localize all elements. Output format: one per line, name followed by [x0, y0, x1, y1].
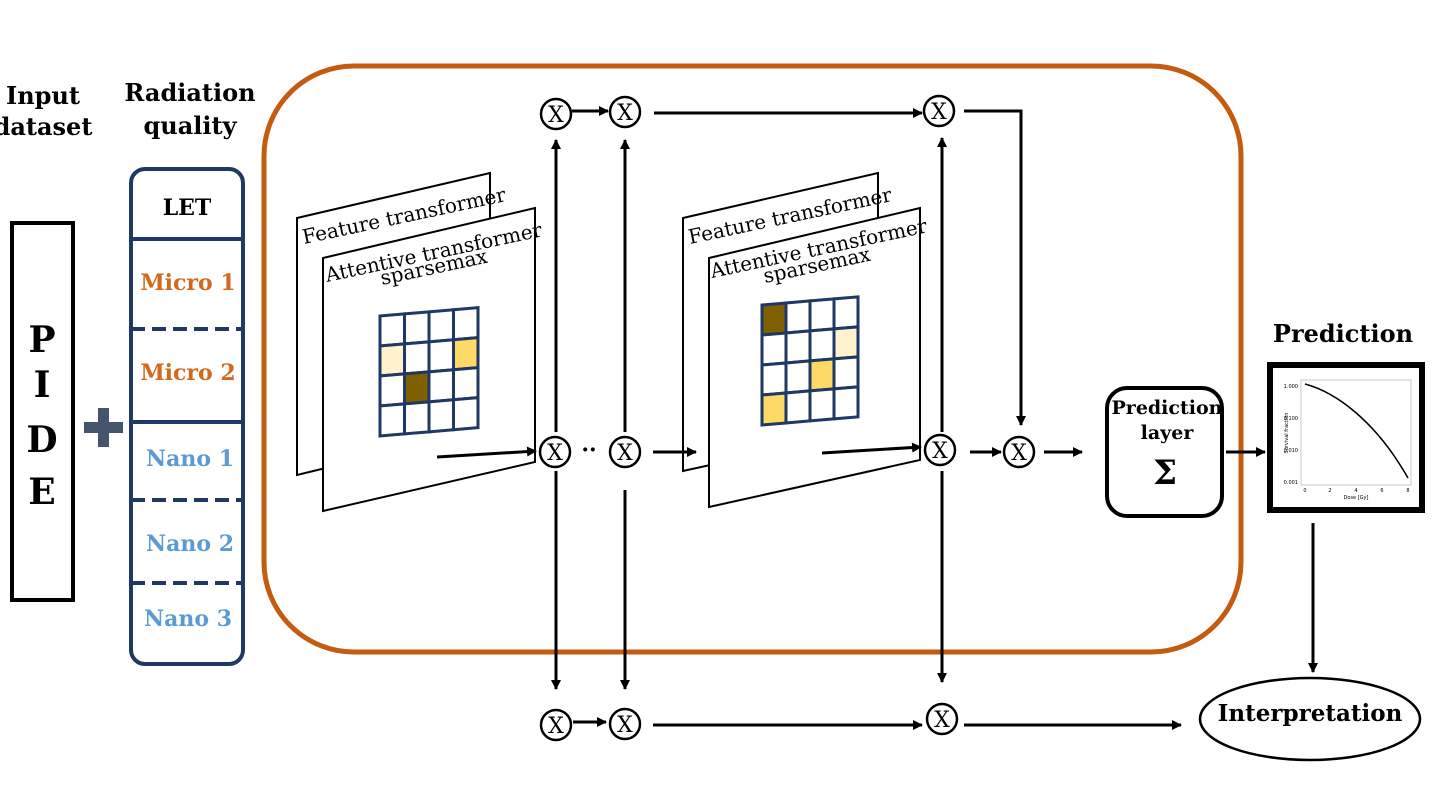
- radiation-quality-label-line1: Radiation: [124, 78, 255, 107]
- y-tick-1: 0.100: [1284, 416, 1298, 422]
- mask-cell: [784, 359, 812, 395]
- mask-cell: [403, 400, 431, 436]
- slot-nano-3: Nano 3: [144, 606, 232, 632]
- mask-cell: [378, 312, 406, 348]
- mask-cell: [452, 306, 480, 342]
- multiply-node-mid-1: X: [538, 435, 572, 469]
- sigma-symbol: Σ: [1153, 453, 1177, 493]
- mask-cell: [452, 366, 480, 402]
- mask-cell: [427, 308, 455, 344]
- mask-cell: [808, 297, 836, 333]
- x-tick-0: 0: [1303, 488, 1306, 494]
- multiply-node-top-1: X: [539, 97, 573, 131]
- survival-curve: [1304, 383, 1409, 479]
- prediction-plot: 1.000 0.100 0.010 0.001 0 2 4 6 8 Dose […: [1284, 379, 1412, 501]
- mask-cell: [427, 338, 455, 374]
- mask-cell: [808, 357, 836, 393]
- radiation-quality-label-line2: quality: [143, 111, 237, 140]
- x-tick-2: 4: [1354, 488, 1357, 494]
- mask-cell: [378, 372, 406, 408]
- input-dataset-label-line1: Input: [6, 81, 80, 110]
- mask-cell: [760, 301, 788, 337]
- slot-micro-1: Micro 1: [140, 270, 235, 296]
- mask-cell: [832, 325, 860, 361]
- svg-text:X: X: [1011, 441, 1027, 466]
- interpretation-ellipse: [1198, 676, 1422, 762]
- multiply-node-mid-3: X: [923, 433, 957, 467]
- mask-cell: [832, 385, 860, 421]
- x-tick-3: 6: [1380, 488, 1383, 494]
- y-tick-0: 1.000: [1284, 384, 1298, 390]
- interpretation-label: Interpretation: [1218, 700, 1403, 727]
- prediction-title: Prediction: [1273, 319, 1413, 348]
- attention-mask-grid-1: [378, 306, 480, 438]
- mask-cell: [784, 299, 812, 335]
- arrows: [436, 106, 1318, 730]
- pide-letter-i: I: [34, 364, 51, 406]
- mask-cell: [784, 389, 812, 425]
- pide-letter-d: D: [26, 419, 57, 461]
- input-dataset-label-line2: dataset: [0, 112, 92, 141]
- pide-letter-p: P: [28, 319, 55, 361]
- tabnet-frame: [261, 63, 1244, 655]
- svg-text:X: X: [617, 713, 633, 738]
- mask-cell: [452, 336, 480, 372]
- multiply-node-bottom-3: X: [925, 702, 959, 736]
- pide-letter-e: E: [28, 471, 55, 513]
- svg-text:X: X: [931, 100, 947, 125]
- plot-ylabel: Survival fraction: [1284, 413, 1290, 454]
- radiation-quality-box: [129, 167, 245, 666]
- mask-cell: [452, 396, 480, 432]
- mask-cell: [403, 310, 431, 346]
- mask-cell: [808, 387, 836, 423]
- mask-cell: [378, 402, 406, 438]
- svg-text:X: X: [934, 708, 950, 733]
- multiply-node-top-3: X: [922, 94, 956, 128]
- slot-let: LET: [163, 195, 212, 221]
- mask-cell: [760, 391, 788, 427]
- multiply-node-top-2: X: [608, 95, 642, 129]
- mask-cell: [427, 368, 455, 404]
- slot-nano-2: Nano 2: [146, 531, 234, 557]
- prediction-layer-label-line1: Prediction: [1112, 397, 1223, 419]
- attention-mask-grid-2: [760, 295, 860, 427]
- multiply-node-bottom-2: X: [608, 707, 642, 741]
- slot-nano-1: Nano 1: [146, 446, 234, 472]
- x-tick-4: 8: [1406, 488, 1409, 494]
- mask-cell: [760, 361, 788, 397]
- plot-axes: [1300, 379, 1412, 486]
- multiply-node-mid-2: X: [608, 435, 642, 469]
- mask-cell: [760, 331, 788, 367]
- plus-icon: [84, 408, 123, 447]
- mask-cell: [832, 355, 860, 391]
- mask-cell: [403, 370, 431, 406]
- plot-xlabel: Dose [Gy]: [1344, 495, 1369, 501]
- x-tick-1: 2: [1328, 488, 1331, 494]
- mask-cell: [808, 327, 836, 363]
- mask-cell: [784, 329, 812, 365]
- svg-text:X: X: [617, 101, 633, 126]
- y-tick-2: 0.010: [1284, 448, 1298, 454]
- pide-dataset-box: [10, 221, 75, 602]
- mask-cell: [427, 398, 455, 434]
- svg-text:X: X: [548, 103, 564, 128]
- mask-cell: [403, 340, 431, 376]
- svg-text:X: X: [932, 439, 948, 464]
- slot-micro-2: Micro 2: [140, 360, 235, 386]
- svg-text:X: X: [548, 714, 564, 739]
- prediction-layer-label-line2: layer: [1141, 422, 1195, 444]
- ellipsis: ··: [581, 437, 596, 463]
- y-tick-3: 0.001: [1284, 480, 1298, 486]
- multiply-node-mid-4: X: [1002, 435, 1036, 469]
- mask-cell: [832, 295, 860, 331]
- mask-cell: [378, 342, 406, 378]
- prediction-layer-box: [1105, 386, 1224, 518]
- svg-text:X: X: [617, 441, 633, 466]
- svg-text:X: X: [547, 441, 563, 466]
- multiply-node-bottom-1: X: [539, 708, 573, 742]
